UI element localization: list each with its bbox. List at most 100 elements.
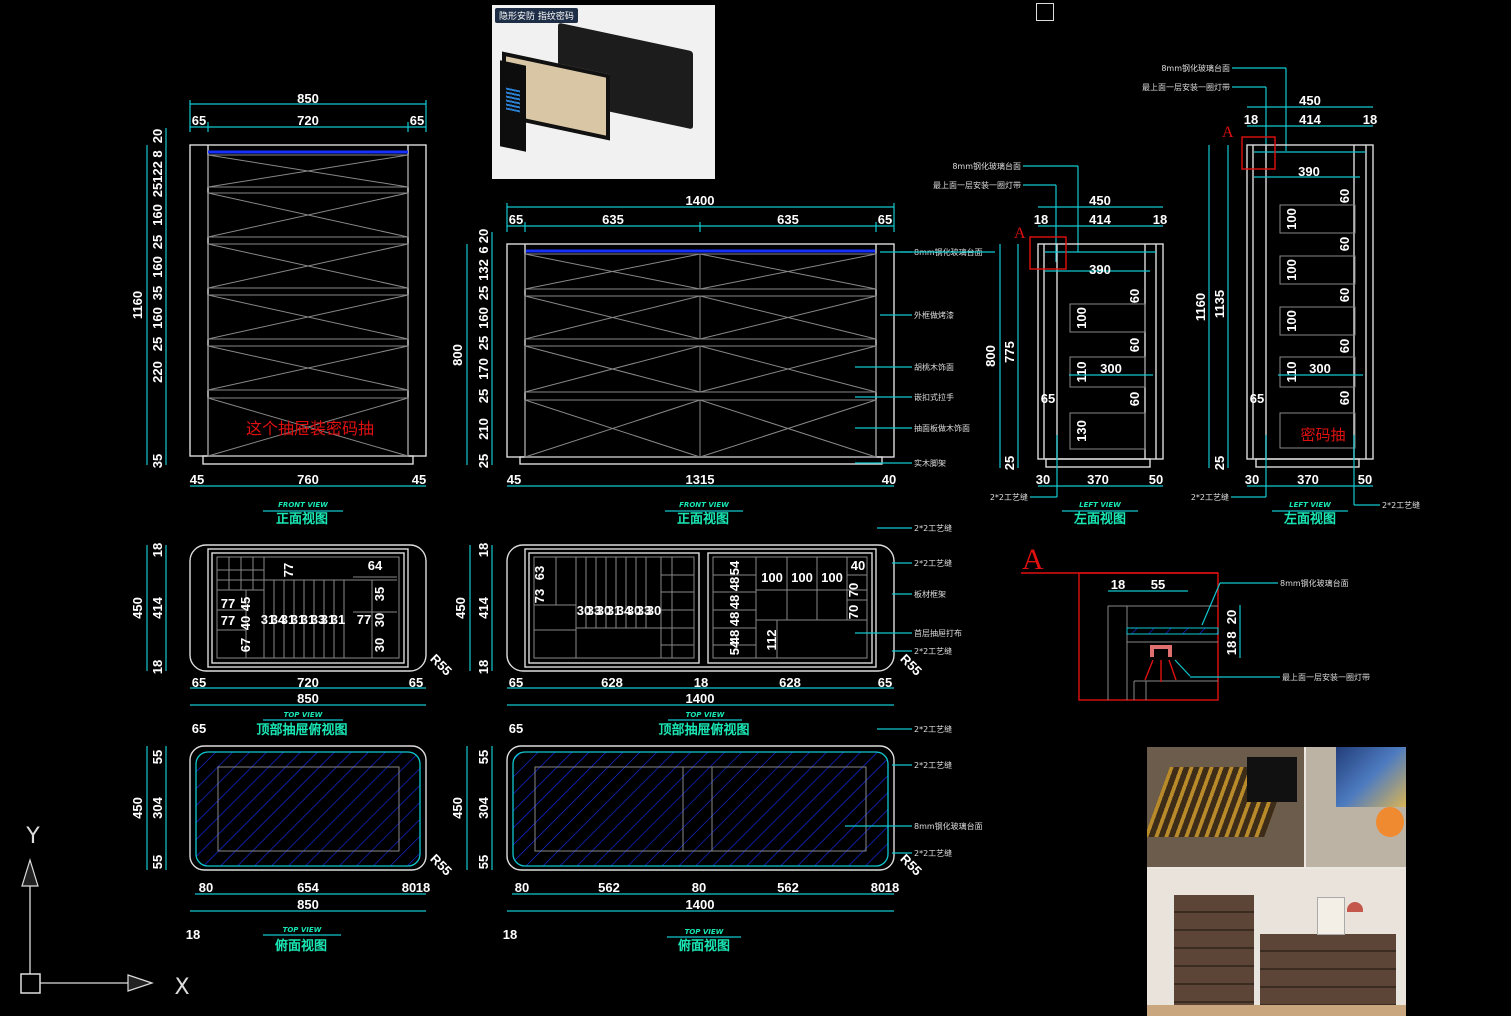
dim-text: 31 bbox=[607, 603, 621, 618]
dim-text: 450 bbox=[450, 797, 465, 819]
dim-text: 80 bbox=[692, 880, 706, 895]
dim-text: 720 bbox=[297, 675, 319, 690]
dim-text: 80 bbox=[515, 880, 529, 895]
dim-text: 80 bbox=[402, 880, 416, 895]
section-mark-a: A bbox=[1014, 225, 1026, 242]
callout-label: 2*2工艺缝 bbox=[914, 558, 952, 568]
dim-text: 760 bbox=[297, 472, 319, 487]
dim-text: 30 bbox=[627, 603, 641, 618]
dim-text: 65 bbox=[192, 675, 206, 690]
view-title: 左面视图 bbox=[1074, 511, 1126, 527]
low-dresser-photo bbox=[1255, 934, 1401, 1005]
dim-text: 80 bbox=[199, 880, 213, 895]
dim-text: 77 bbox=[281, 563, 296, 577]
dim-text: 800 bbox=[450, 344, 465, 366]
dim-text: 100 bbox=[791, 570, 813, 585]
callout-label: 2*2工艺缝 bbox=[914, 848, 952, 858]
dim-text: 55 bbox=[1151, 577, 1165, 592]
callout-label: 首层抽屉打布 bbox=[914, 628, 962, 638]
dim-text: 60 bbox=[1127, 392, 1142, 406]
callout-led-strip: 最上面一层安装一圈灯带 bbox=[1142, 82, 1230, 92]
dim-text: 800 bbox=[983, 345, 998, 367]
dim-text: 18 bbox=[1034, 212, 1048, 227]
dim-text: 31 bbox=[291, 612, 305, 627]
dim-text: 18 bbox=[1111, 577, 1125, 592]
dim-text: 60 bbox=[1337, 339, 1352, 353]
view-title: 俯面视图 bbox=[678, 938, 730, 954]
callout-label: 胡桃木饰面 bbox=[914, 362, 954, 372]
view-subtitle: FRONT VIEW bbox=[679, 501, 729, 509]
dim-text: 304 bbox=[476, 796, 491, 818]
callout-seam: 2*2工艺缝 bbox=[990, 492, 1028, 502]
safe-drawer-photo: 隐形安防 指纹密码 bbox=[492, 5, 715, 179]
dim-text: 628 bbox=[601, 675, 623, 690]
view-subtitle: TOP VIEW bbox=[284, 711, 323, 719]
dim-text: 67 bbox=[238, 638, 253, 652]
view-title: 顶部抽屉俯视图 bbox=[658, 722, 749, 738]
dim-text: 370 bbox=[1297, 472, 1319, 487]
view-subtitle: LEFT VIEW bbox=[1079, 501, 1121, 509]
ucs-axis-icon: Y X bbox=[20, 824, 190, 1000]
dim-text: 1400 bbox=[686, 193, 715, 208]
dim-text: 60 bbox=[1127, 289, 1142, 303]
dim-text: 33 bbox=[637, 603, 651, 618]
dim-text: 45 bbox=[412, 472, 426, 487]
dim-text: 370 bbox=[1087, 472, 1109, 487]
radius-label: R55 bbox=[427, 651, 454, 678]
dim-text: 34 bbox=[271, 612, 286, 627]
dim-text: 562 bbox=[777, 880, 799, 895]
dim-text: 35 bbox=[150, 454, 165, 468]
dim-text: 40 bbox=[882, 472, 896, 487]
dim-text: 1160 bbox=[1193, 293, 1208, 321]
dim-text: 55 bbox=[476, 855, 491, 869]
callout-glass: 8mm钢化玻璃台面 bbox=[1280, 578, 1349, 588]
view-subtitle: FRONT VIEW bbox=[278, 501, 328, 509]
dim-text: 65 bbox=[509, 721, 523, 736]
dim-text: 45 bbox=[238, 597, 253, 611]
radius-label: R55 bbox=[427, 851, 454, 878]
dim-text: 20 bbox=[476, 229, 491, 243]
dim-text: 63 bbox=[532, 566, 547, 580]
dim-text: 8 bbox=[1224, 631, 1239, 638]
front-view-1400: 1400 65 635 635 65 800 20613225160251702… bbox=[450, 193, 983, 527]
dim-text: 18 bbox=[503, 927, 517, 942]
dim-text: 25 bbox=[150, 337, 165, 351]
dim-text: 160 bbox=[150, 256, 165, 278]
dim-text: 18 bbox=[476, 660, 491, 674]
dim-text: 414 bbox=[1089, 212, 1111, 227]
view-title: 顶部抽屉俯视图 bbox=[256, 722, 347, 738]
viewport-toggle-button[interactable] bbox=[1036, 3, 1054, 21]
dim-text: 31 bbox=[261, 612, 275, 627]
dim-text: 628 bbox=[779, 675, 801, 690]
top-view-1400: 450 55 304 55 R55 2*2工艺缝2*2工艺缝8mm钢化玻璃台面2… bbox=[450, 724, 983, 954]
dim-text: 562 bbox=[598, 880, 620, 895]
dim-text: 25 bbox=[150, 235, 165, 249]
callout-glass: 8mm钢化玻璃台面 bbox=[952, 161, 1021, 171]
dim-text: 6 bbox=[476, 246, 491, 253]
dim-text: 654 bbox=[297, 880, 319, 895]
dim-text: 40 bbox=[238, 616, 253, 630]
dim-text: 100 bbox=[1284, 208, 1299, 230]
left-view-1160: 8mm钢化玻璃台面 最上面一层安装一圈灯带 450 18 414 18 390 … bbox=[1142, 63, 1420, 527]
dim-text: 65 bbox=[410, 113, 424, 128]
dim-text: 25 bbox=[150, 183, 165, 197]
view-subtitle: TOP VIEW bbox=[686, 711, 725, 719]
dim-text: 30 bbox=[372, 613, 387, 627]
dim-text: 450 bbox=[1299, 93, 1321, 108]
dim-text: 25 bbox=[1002, 456, 1017, 470]
dim-text: 18 bbox=[694, 675, 708, 690]
dim-text: 25 bbox=[476, 389, 491, 403]
dim-text: 635 bbox=[602, 212, 624, 227]
dim-text: 18 bbox=[150, 543, 165, 557]
dim-text: 33 bbox=[587, 603, 601, 618]
dim-text: 18 bbox=[186, 927, 200, 942]
dim-text: 414 bbox=[150, 596, 165, 618]
dim-text: 30 bbox=[647, 603, 661, 618]
callout-label: 外框做烤漆 bbox=[914, 310, 954, 320]
dim-text: 18 bbox=[1224, 641, 1239, 655]
dim-text: 1400 bbox=[686, 897, 715, 912]
dim-text: 31 bbox=[281, 612, 295, 627]
dim-text: 132 bbox=[476, 259, 491, 281]
view-subtitle: TOP VIEW bbox=[283, 926, 322, 934]
